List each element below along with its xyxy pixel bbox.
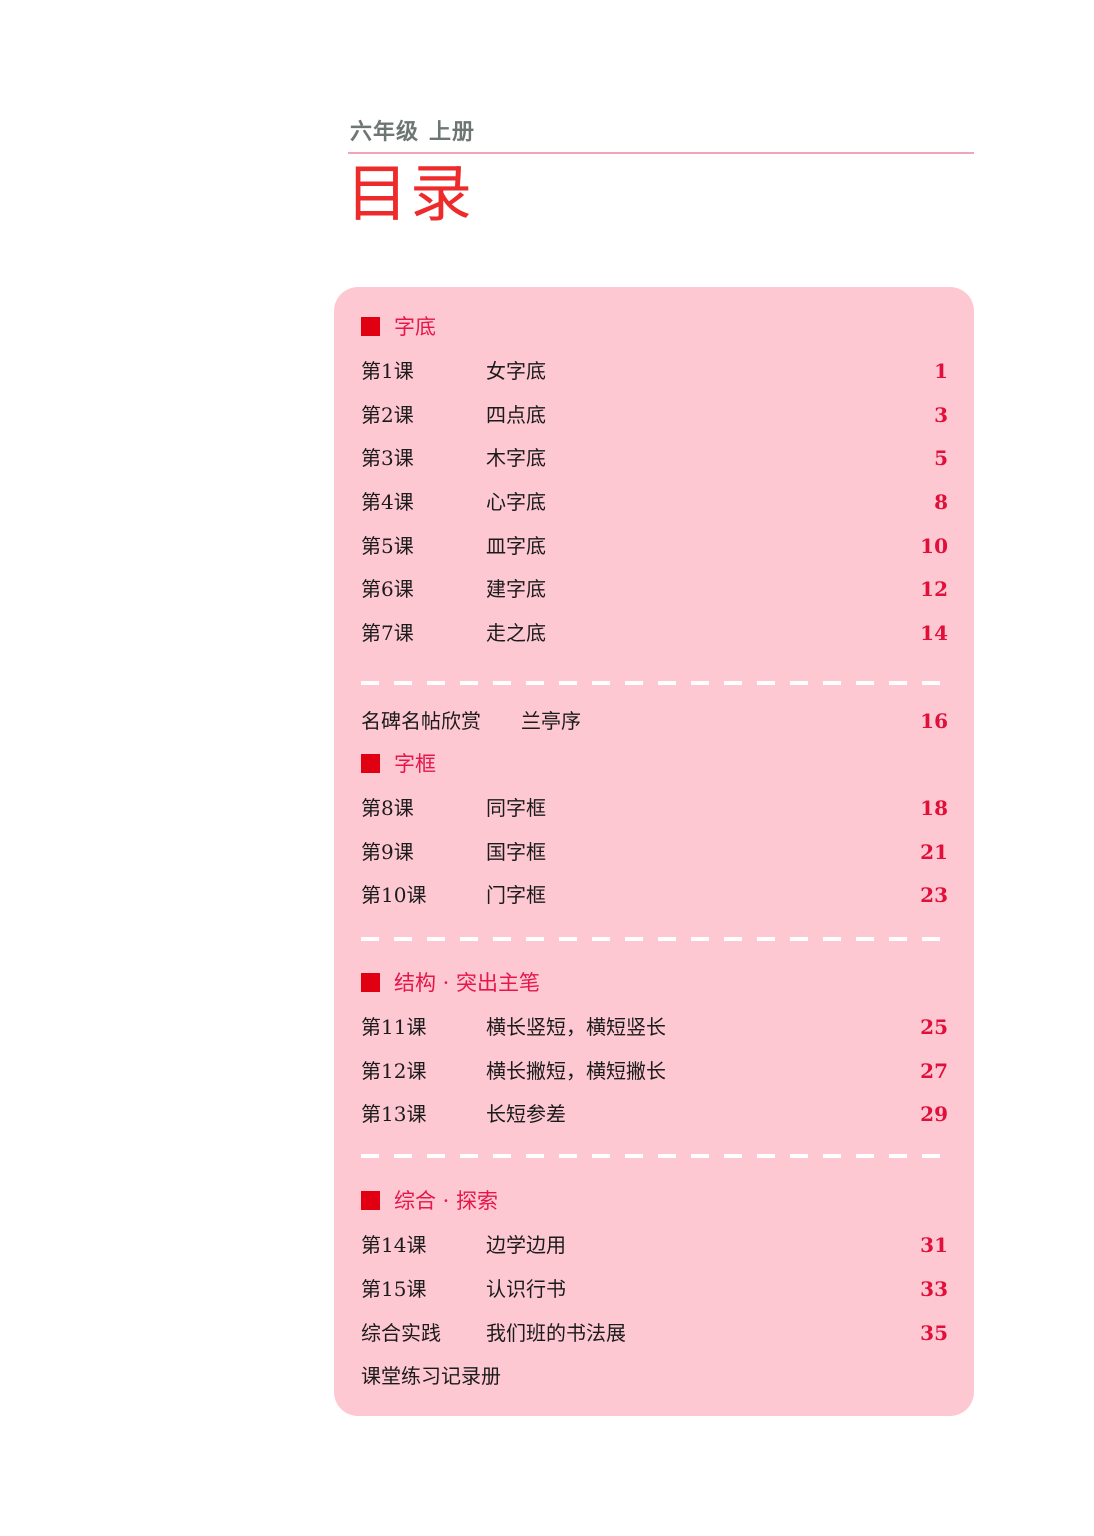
- section-heading: 结构 · 突出主笔: [361, 968, 540, 998]
- appendix-label: 课堂练习记录册: [361, 1364, 501, 1388]
- lesson-number: 第4课: [361, 490, 414, 514]
- lesson-topic: 国字框: [486, 840, 546, 864]
- grade-text: 六年级: [350, 120, 420, 145]
- toc-entry[interactable]: 第9课 国字框 21: [361, 837, 948, 867]
- toc-entry-appendix[interactable]: 课堂练习记录册: [361, 1361, 948, 1391]
- lesson-topic: 我们班的书法展: [486, 1321, 626, 1345]
- header-divider: [348, 152, 974, 154]
- page-title: 目录: [346, 157, 475, 230]
- square-marker-icon: [361, 973, 380, 992]
- lesson-topic: 门字框: [486, 883, 546, 907]
- lesson-number: 第13课: [361, 1102, 427, 1126]
- lesson-topic: 认识行书: [486, 1277, 566, 1301]
- lesson-number: 第7课: [361, 621, 414, 645]
- page-number: 21: [920, 840, 948, 864]
- toc-entry[interactable]: 第6课 建字底 12: [361, 574, 948, 604]
- lesson-topic: 皿字底: [486, 534, 546, 558]
- page-number: 1: [934, 359, 948, 383]
- lesson-topic: 四点底: [486, 403, 546, 427]
- page-number: 27: [920, 1059, 948, 1083]
- toc-entry[interactable]: 综合实践 我们班的书法展 35: [361, 1318, 948, 1348]
- lesson-topic: 横长撇短，横短撇长: [486, 1059, 666, 1083]
- appreciation-topic: 兰亭序: [521, 709, 581, 733]
- lesson-topic: 走之底: [486, 621, 546, 645]
- toc-panel: [334, 287, 974, 1416]
- section-heading: 字框: [361, 749, 436, 779]
- section-title: 结构 · 突出主笔: [394, 971, 541, 995]
- toc-entry[interactable]: 第10课 门字框 23: [361, 880, 948, 910]
- page-number: 3: [934, 403, 948, 427]
- lesson-number: 第3课: [361, 446, 414, 470]
- lesson-number: 第10课: [361, 883, 427, 907]
- page-number: 18: [920, 796, 948, 820]
- toc-entry[interactable]: 第2课 四点底 3: [361, 400, 948, 430]
- page-number: 5: [934, 446, 948, 470]
- lesson-number: 第8课: [361, 796, 414, 820]
- page-number: 29: [920, 1102, 948, 1126]
- section-heading: 综合 · 探索: [361, 1186, 498, 1216]
- lesson-topic: 木字底: [486, 446, 546, 470]
- appreciation-label: 名碑名帖欣赏: [361, 709, 481, 733]
- dashed-divider: [361, 681, 949, 685]
- page-number: 23: [920, 883, 948, 907]
- square-marker-icon: [361, 754, 380, 773]
- toc-entry[interactable]: 第4课 心字底 8: [361, 487, 948, 517]
- volume-text: 上册: [429, 120, 476, 145]
- page-number: 16: [920, 709, 948, 733]
- section-heading: 字底: [361, 312, 436, 342]
- page-number: 31: [920, 1233, 948, 1257]
- toc-entry[interactable]: 第15课 认识行书 33: [361, 1274, 948, 1304]
- toc-entry-appreciation[interactable]: 名碑名帖欣赏 兰亭序 16: [361, 706, 948, 736]
- dashed-divider: [361, 1154, 949, 1158]
- toc-entry[interactable]: 第14课 边学边用 31: [361, 1230, 948, 1260]
- lesson-number: 第15课: [361, 1277, 427, 1301]
- lesson-number: 第2课: [361, 403, 414, 427]
- grade-label: 六年级上册: [350, 114, 475, 146]
- lesson-topic: 心字底: [486, 490, 546, 514]
- toc-entry[interactable]: 第13课 长短参差 29: [361, 1099, 948, 1129]
- lesson-number: 综合实践: [361, 1321, 441, 1345]
- lesson-number: 第6课: [361, 577, 414, 601]
- lesson-topic: 横长竖短，横短竖长: [486, 1015, 666, 1039]
- square-marker-icon: [361, 1191, 380, 1210]
- toc-entry[interactable]: 第7课 走之底 14: [361, 618, 948, 648]
- toc-entry[interactable]: 第5课 皿字底 10: [361, 531, 948, 561]
- square-marker-icon: [361, 317, 380, 336]
- page-number: 12: [920, 577, 948, 601]
- lesson-topic: 边学边用: [486, 1233, 566, 1257]
- lesson-topic: 长短参差: [486, 1102, 566, 1126]
- page-number: 10: [920, 534, 948, 558]
- lesson-number: 第11课: [361, 1015, 427, 1039]
- page-number: 14: [920, 621, 948, 645]
- toc-entry[interactable]: 第3课 木字底 5: [361, 443, 948, 473]
- page-number: 35: [920, 1321, 948, 1345]
- lesson-number: 第9课: [361, 840, 414, 864]
- lesson-topic: 建字底: [486, 577, 546, 601]
- toc-entry[interactable]: 第8课 同字框 18: [361, 793, 948, 823]
- section-title: 综合 · 探索: [394, 1189, 499, 1213]
- toc-entry[interactable]: 第1课 女字底 1: [361, 356, 948, 386]
- section-title: 字框: [394, 752, 436, 776]
- toc-entry[interactable]: 第12课 横长撇短，横短撇长 27: [361, 1056, 948, 1086]
- lesson-number: 第14课: [361, 1233, 427, 1257]
- page-number: 33: [920, 1277, 948, 1301]
- page-number: 8: [934, 490, 948, 514]
- lesson-number: 第5课: [361, 534, 414, 558]
- lesson-topic: 女字底: [486, 359, 546, 383]
- dashed-divider: [361, 937, 949, 941]
- page-number: 25: [920, 1015, 948, 1039]
- lesson-topic: 同字框: [486, 796, 546, 820]
- lesson-number: 第1课: [361, 359, 414, 383]
- section-title: 字底: [394, 315, 436, 339]
- toc-entry[interactable]: 第11课 横长竖短，横短竖长 25: [361, 1012, 948, 1042]
- lesson-number: 第12课: [361, 1059, 427, 1083]
